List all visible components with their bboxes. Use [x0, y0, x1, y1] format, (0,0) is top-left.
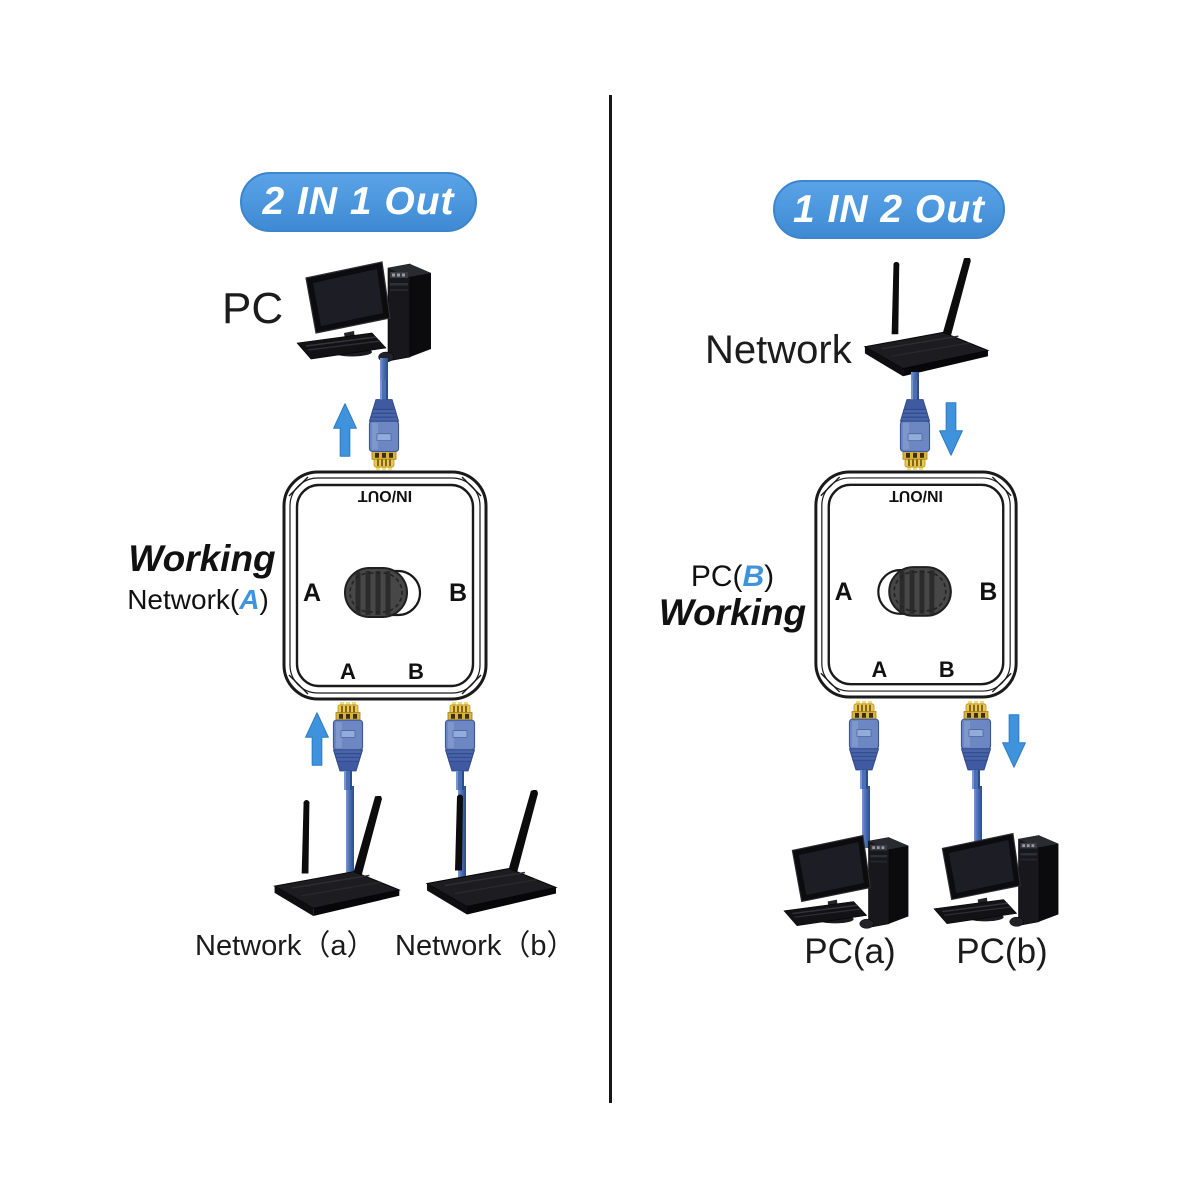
router-icon — [426, 790, 557, 916]
port-letter: B — [742, 560, 765, 593]
switch-side-b-label: B — [979, 579, 997, 606]
selector-switch-box: IN/OUT A B A B — [814, 470, 1018, 699]
desktop-pc-icon — [933, 832, 1060, 928]
left-active-port-label: Network(A) — [118, 584, 278, 616]
arrow-down-icon — [1002, 714, 1026, 768]
toggle-knob — [344, 567, 408, 618]
switch-inout-label: IN/OUT — [889, 487, 943, 504]
switch-bottom-b-label: B — [408, 659, 424, 684]
port-label-suffix: ) — [259, 584, 269, 615]
right-device-a-label: PC(a) — [804, 932, 896, 971]
selector-switch-box: IN/OUT A B A B — [282, 470, 488, 701]
right-active-port-label: PC(B) — [655, 560, 810, 594]
right-mode-banner: 1 IN 2 Out — [773, 180, 1005, 239]
port-label-prefix: PC( — [690, 560, 743, 593]
desktop-pc-icon — [296, 261, 432, 363]
ethernet-cable — [380, 358, 388, 384]
arrow-up-icon — [333, 403, 357, 457]
router-icon — [273, 796, 400, 917]
ethernet-connector-up-icon — [444, 702, 476, 790]
desktop-pc-icon — [783, 834, 910, 930]
right-device-b-label: PC(b) — [956, 932, 1048, 971]
right-mode-banner-label: 1 IN 2 Out — [792, 187, 986, 231]
right-network-label: Network — [705, 328, 852, 372]
ethernet-connector-up-icon — [960, 701, 992, 789]
ethernet-connector-down-icon — [368, 380, 400, 470]
divider-line — [609, 95, 612, 1103]
ethernet-cable — [974, 786, 982, 846]
ethernet-connector-down-icon — [899, 380, 931, 470]
left-device-b-label: Network（b） — [395, 930, 576, 962]
switch-bottom-a-label: A — [340, 659, 356, 684]
switch-side-a-label: A — [303, 579, 321, 607]
switch-bottom-a-label: A — [871, 657, 887, 682]
ethernet-cable — [862, 786, 870, 848]
left-mode-banner: 2 IN 1 Out — [240, 172, 477, 232]
port-letter: A — [239, 584, 260, 615]
left-mode-banner-label: 2 IN 1 Out — [262, 180, 455, 223]
switch-side-b-label: B — [449, 579, 467, 607]
ethernet-cable — [911, 372, 919, 384]
port-label-suffix: ) — [764, 560, 775, 593]
switch-inout-label: IN/OUT — [358, 487, 412, 504]
ethernet-connector-up-icon — [332, 702, 364, 790]
switch-bottom-b-label: B — [939, 657, 955, 682]
arrow-down-icon — [939, 402, 963, 456]
left-pc-label: PC — [222, 284, 284, 333]
switch-side-a-label: A — [835, 579, 853, 606]
ethernet-connector-up-icon — [848, 701, 880, 789]
router-icon — [864, 258, 989, 377]
ethernet-cable — [346, 786, 354, 892]
port-label-prefix: Network( — [127, 584, 240, 615]
toggle-knob — [888, 566, 952, 617]
left-working-label: Working — [128, 538, 276, 579]
right-working-label: Working — [658, 592, 807, 633]
left-device-a-label: Network（a） — [195, 930, 376, 962]
